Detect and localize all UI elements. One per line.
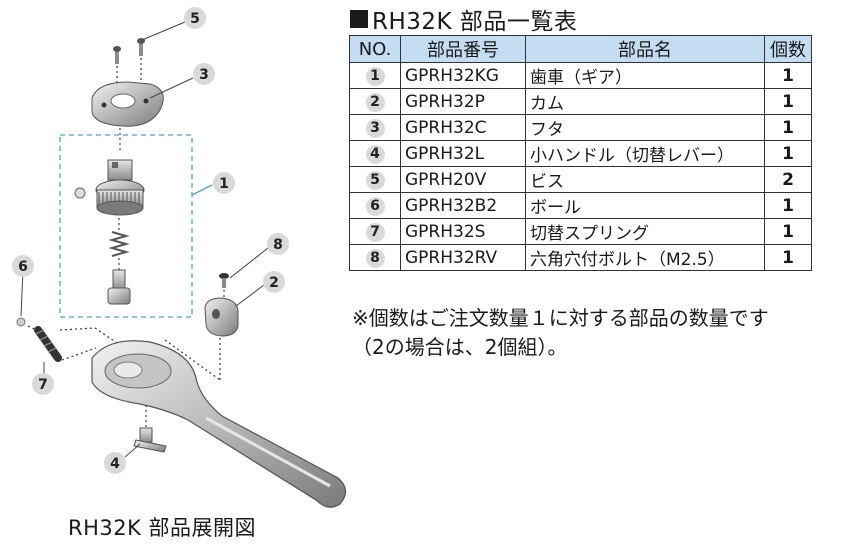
row-part-number: GPRH32RV <box>400 244 526 271</box>
parts-list-title: RH32K 部品一覧表 <box>350 2 577 36</box>
diagram-caption: RH32K 部品展開図 <box>68 516 257 540</box>
inner-spring <box>108 231 130 257</box>
svg-text:5: 5 <box>190 11 200 27</box>
header-part-name: 部品名 <box>525 35 765 63</box>
title-square-icon <box>350 10 368 28</box>
row-quantity: 1 <box>764 244 812 271</box>
header-quantity: 個数 <box>764 35 812 63</box>
row-number-badge: 1 <box>365 67 385 86</box>
row-part-number: GPRH32KG <box>400 62 526 89</box>
callout-2: 2 <box>263 271 285 293</box>
row-part-name: カム <box>525 88 765 115</box>
note-line-1: ※個数はご注文数量１に対する部品の数量です <box>352 306 769 330</box>
bolt-part-8 <box>219 273 229 288</box>
row-part-number: GPRH32B2 <box>400 192 526 219</box>
row-quantity: 1 <box>764 192 812 219</box>
exploded-parts-diagram: 5 3 1 8 2 6 7 4 <box>12 7 347 508</box>
row-no-cell: 8 <box>349 244 401 271</box>
quantity-note: ※個数はご注文数量１に対する部品の数量です （2の場合は、2個組）。 <box>352 304 769 362</box>
row-no-cell: 1 <box>349 62 401 89</box>
spring-part-7 <box>34 326 62 362</box>
row-quantity: 1 <box>764 62 812 89</box>
gear-part-1 <box>74 159 145 216</box>
row-number-badge: 2 <box>365 93 385 112</box>
callout-8: 8 <box>267 233 289 255</box>
table-header-row: NO. 部品番号 部品名 個数 <box>349 35 812 63</box>
row-no-cell: 6 <box>349 192 401 219</box>
row-number-badge: 5 <box>365 171 385 190</box>
row-no-cell: 7 <box>349 218 401 245</box>
svg-text:1: 1 <box>219 176 229 192</box>
callout-4: 4 <box>104 452 126 474</box>
callout-7: 7 <box>32 373 54 395</box>
row-quantity: 1 <box>764 218 812 245</box>
ratchet-handle-body <box>91 340 347 508</box>
row-quantity: 1 <box>764 114 812 141</box>
parts-list-title-text: RH32K 部品一覧表 <box>372 9 578 35</box>
row-number-badge: 3 <box>365 119 385 138</box>
svg-text:8: 8 <box>273 237 283 253</box>
cam-part-2 <box>204 297 239 337</box>
ball-part-6 <box>16 317 26 327</box>
screw-part-5 <box>113 38 145 64</box>
header-no: NO. <box>349 35 401 63</box>
row-number-badge: 7 <box>365 223 385 242</box>
row-part-name: ボール <box>525 192 765 219</box>
pawl-pin <box>107 269 131 305</box>
row-part-number: GPRH20V <box>400 166 526 193</box>
row-part-number: GPRH32P <box>400 88 526 115</box>
svg-text:6: 6 <box>18 259 28 275</box>
row-no-cell: 5 <box>349 166 401 193</box>
row-part-number: GPRH32L <box>400 140 526 167</box>
svg-text:2: 2 <box>269 275 279 291</box>
row-quantity: 2 <box>764 166 812 193</box>
row-part-number: GPRH32S <box>400 218 526 245</box>
row-no-cell: 4 <box>349 140 401 167</box>
header-part-number: 部品番号 <box>400 35 526 63</box>
row-part-name: 六角穴付ボルト（M2.5） <box>525 244 765 271</box>
svg-text:3: 3 <box>199 67 209 83</box>
row-part-name: 歯車（ギア） <box>525 62 765 89</box>
svg-text:7: 7 <box>38 377 48 393</box>
row-no-cell: 3 <box>349 114 401 141</box>
row-part-name: ビス <box>525 166 765 193</box>
callout-6: 6 <box>12 255 34 277</box>
row-number-badge: 6 <box>365 197 385 216</box>
row-part-name: フタ <box>525 114 765 141</box>
row-no-cell: 2 <box>349 88 401 115</box>
note-line-2: （2の場合は、2個組）。 <box>352 335 568 359</box>
row-quantity: 1 <box>764 140 812 167</box>
small-lever-part-4 <box>133 427 167 453</box>
row-quantity: 1 <box>764 88 812 115</box>
cover-plate-part-3 <box>91 81 164 127</box>
svg-text:4: 4 <box>110 456 120 472</box>
row-number-badge: 4 <box>365 145 385 164</box>
row-part-name: 切替スプリング <box>525 218 765 245</box>
row-number-badge: 8 <box>365 249 385 268</box>
callout-3: 3 <box>193 63 215 85</box>
row-part-name: 小ハンドル（切替レバー） <box>525 140 765 167</box>
row-part-number: GPRH32C <box>400 114 526 141</box>
callout-1: 1 <box>213 172 235 194</box>
callout-5: 5 <box>184 7 206 29</box>
